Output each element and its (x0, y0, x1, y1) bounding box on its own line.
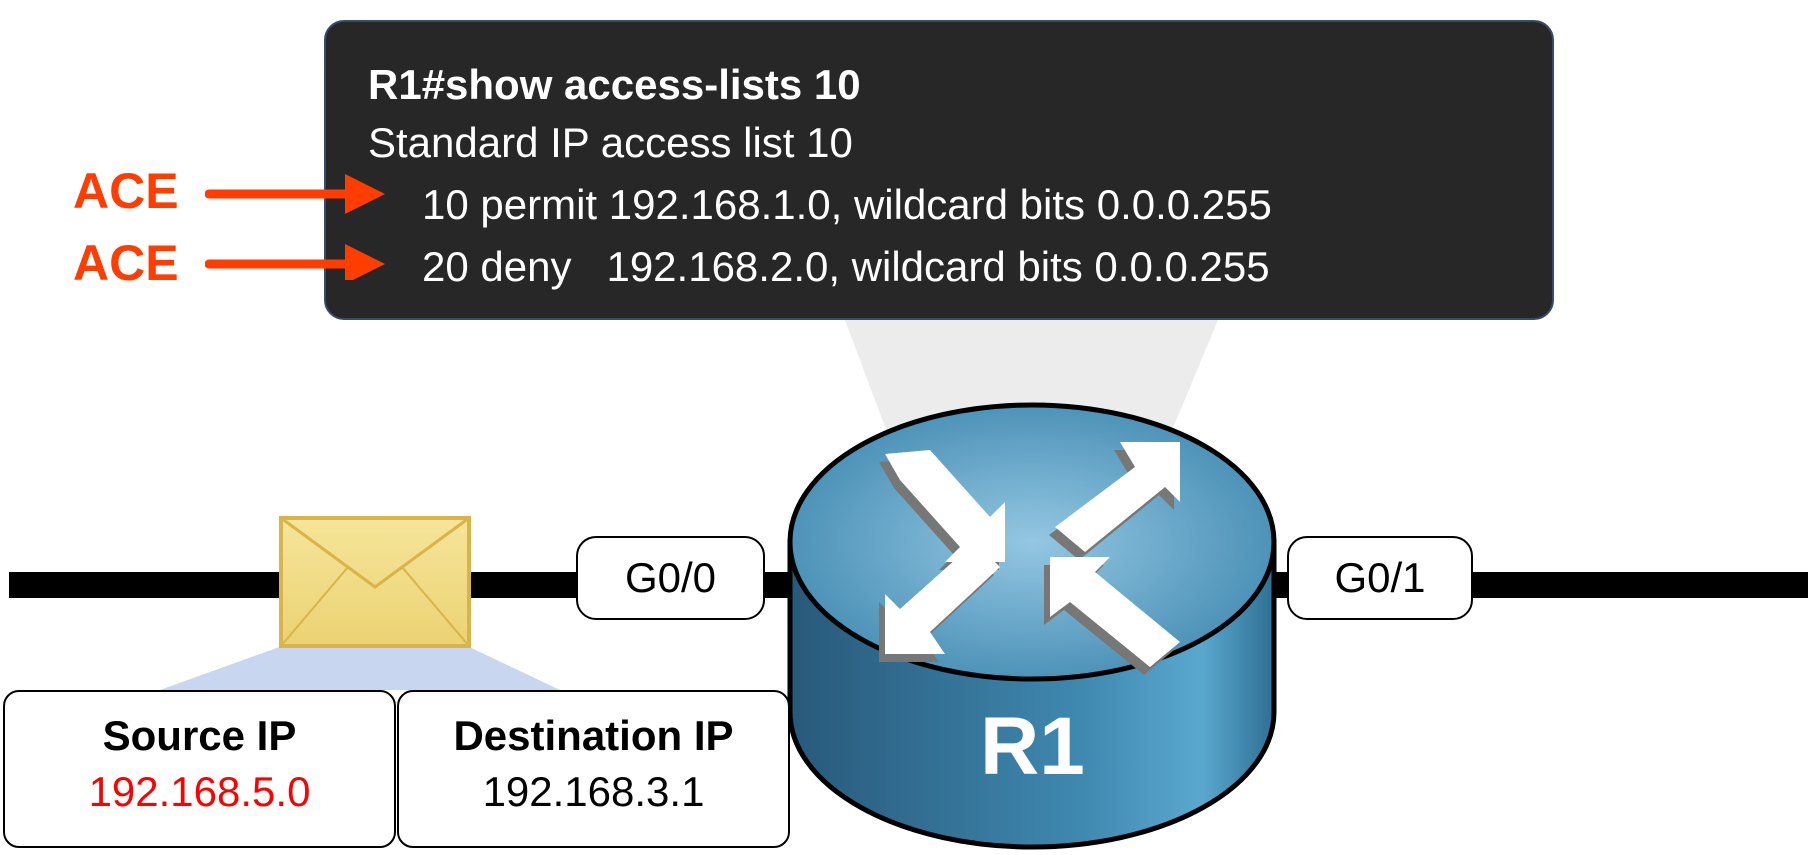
source-ip-box: Source IP 192.168.5.0 (3, 690, 396, 848)
envelope-icon (279, 516, 471, 648)
interface-label-g0-1: G0/1 (1287, 536, 1473, 620)
arrow-icon (205, 174, 385, 280)
destination-ip-value: 192.168.3.1 (482, 768, 705, 815)
interface-label-g0-0: G0/0 (576, 536, 765, 620)
destination-ip-label: Destination IP (453, 712, 734, 759)
command-line: R1#show access-lists 10 (368, 61, 861, 108)
source-ip-value: 192.168.5.0 (88, 768, 311, 815)
router-icon (787, 402, 1277, 850)
router-name: R1 (980, 701, 1085, 792)
source-ip-label: Source IP (102, 712, 297, 759)
packet-callout (160, 645, 560, 690)
ace-label: ACE (73, 163, 179, 219)
ace-entry: 20 deny 192.168.2.0, wildcard bits 0.0.0… (422, 243, 1270, 290)
ace-entry: 10 permit 192.168.1.0, wildcard bits 0.0… (422, 181, 1272, 228)
terminal-output: R1#show access-lists 10 Standard IP acce… (324, 20, 1554, 320)
ace-label: ACE (73, 235, 179, 291)
destination-ip-box: Destination IP 192.168.3.1 (397, 690, 790, 848)
acl-header: Standard IP access list 10 (368, 119, 853, 166)
